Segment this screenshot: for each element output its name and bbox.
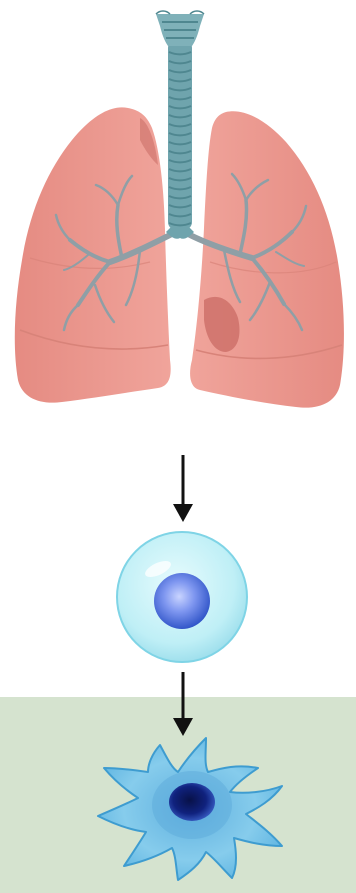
dendritic-nucleus: [169, 783, 215, 821]
round-cell-icon: [117, 532, 247, 662]
nucleus: [154, 573, 210, 629]
